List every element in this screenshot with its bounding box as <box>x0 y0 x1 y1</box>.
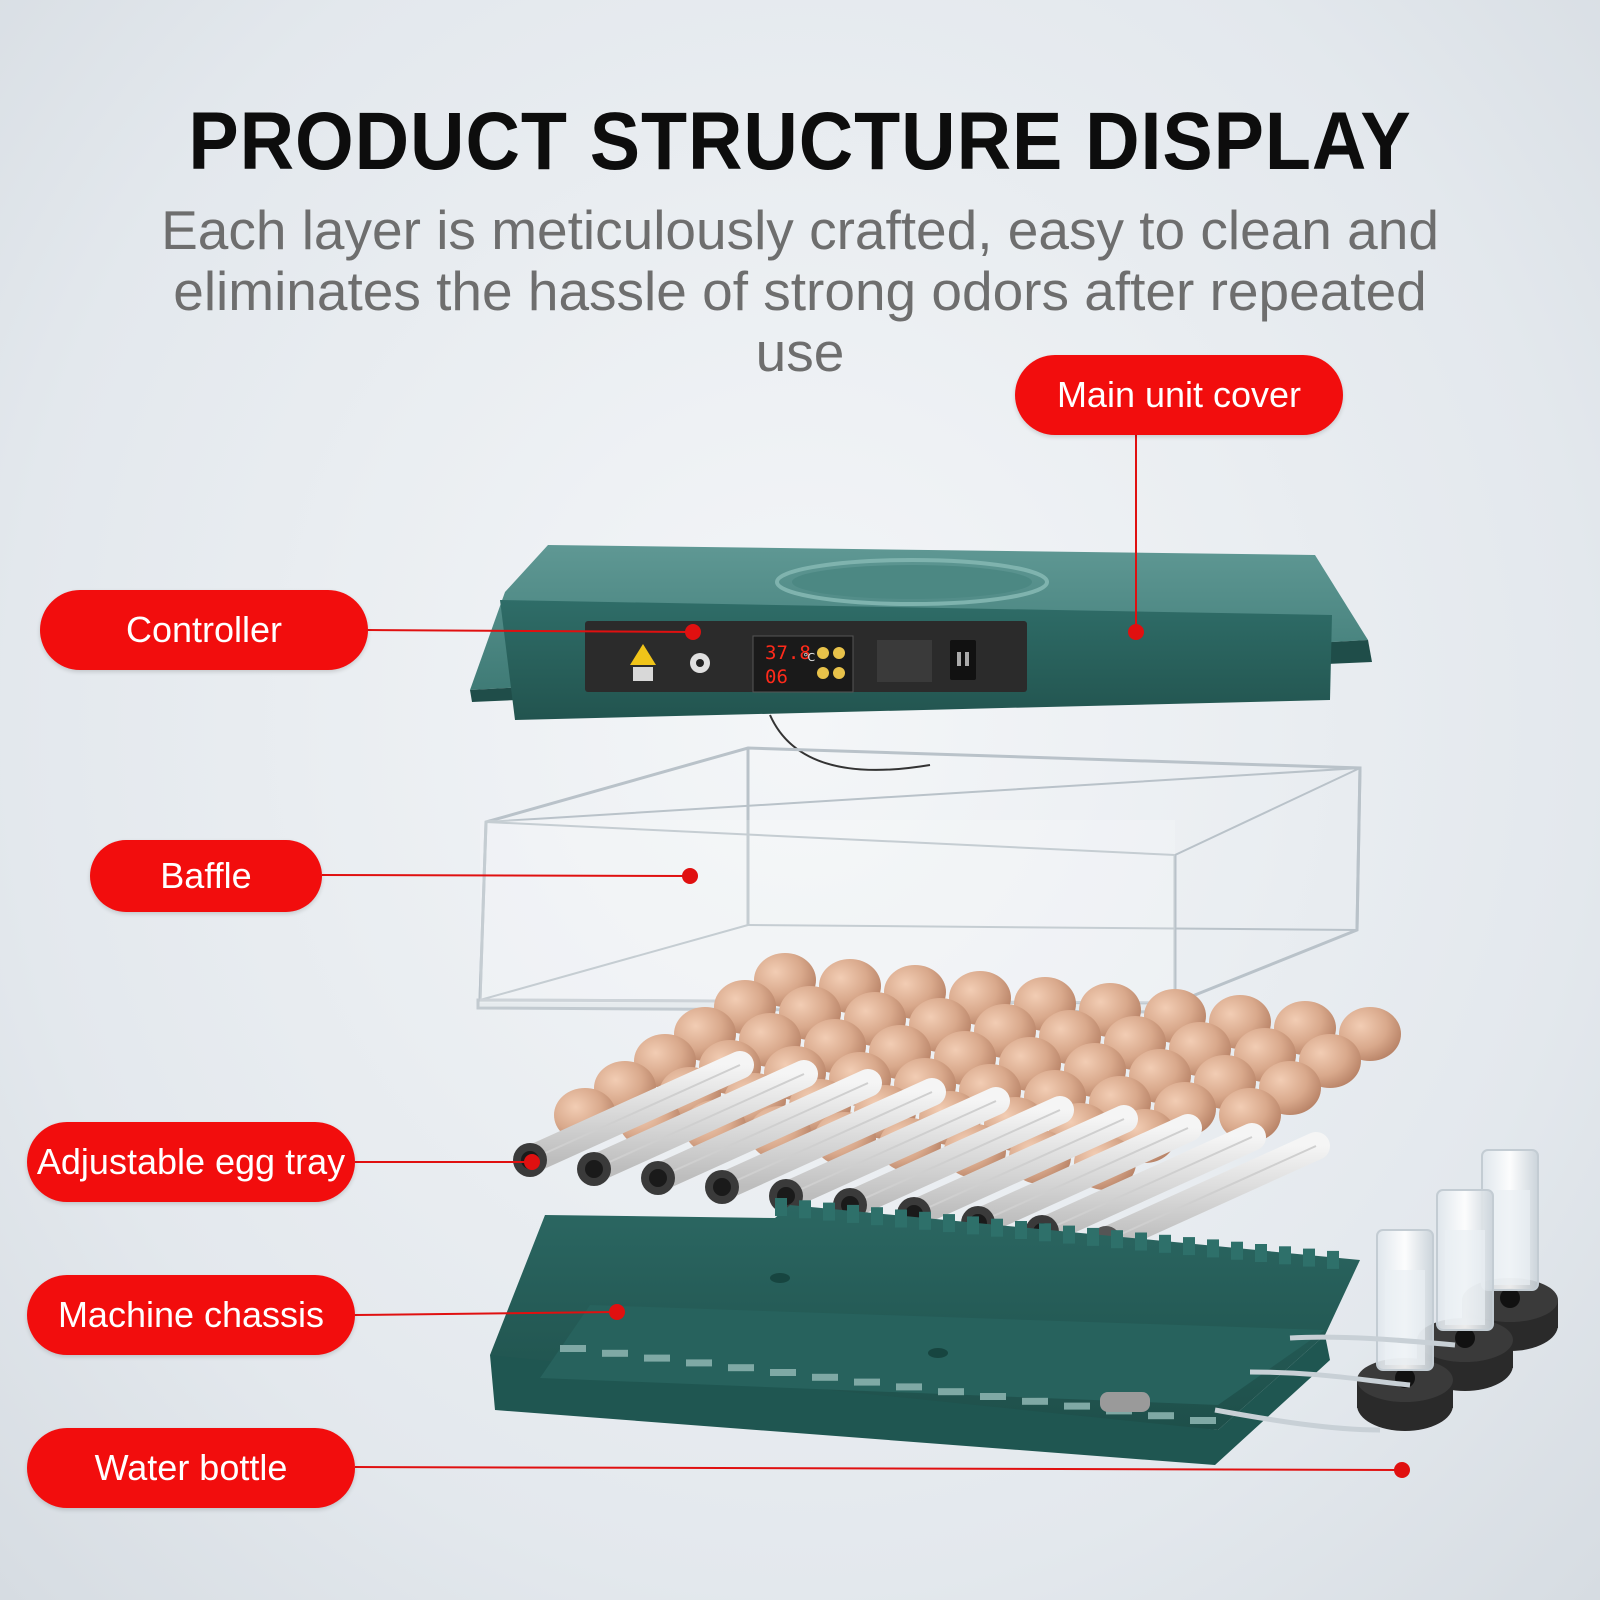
day-readout: 06 <box>765 666 788 688</box>
control-buttons <box>817 647 845 679</box>
water-tubes <box>1214 1334 1456 1433</box>
main-unit-cover-lid: 37.8 ℃ 06 <box>470 545 1372 771</box>
water-bottle <box>1357 1229 1453 1431</box>
label-main-unit-cover: Main unit cover <box>1015 355 1343 435</box>
machine-chassis <box>490 1198 1360 1465</box>
temperature-unit: ℃ <box>803 651 815 664</box>
page-subtitle: Each layer is meticulously crafted, easy… <box>161 199 1439 383</box>
leader-lines <box>321 432 1410 1478</box>
power-switch-icon <box>690 653 710 673</box>
label-controller: Controller <box>40 590 368 670</box>
label-water-bottle: Water bottle <box>27 1428 355 1508</box>
power-socket-icon <box>950 640 976 680</box>
label-machine-chassis: Machine chassis <box>27 1275 355 1355</box>
page-title: PRODUCT STRUCTURE DISPLAY <box>188 96 1412 187</box>
spec-label-sticker <box>877 640 932 682</box>
label-adjustable-egg-tray: Adjustable egg tray <box>27 1122 355 1202</box>
water-bottles <box>1357 1149 1558 1431</box>
temperature-readout: 37.8 <box>765 642 811 664</box>
warning-sticker <box>630 644 656 681</box>
label-baffle: Baffle <box>90 840 322 912</box>
egg <box>1219 1088 1281 1142</box>
led-display <box>752 635 854 693</box>
